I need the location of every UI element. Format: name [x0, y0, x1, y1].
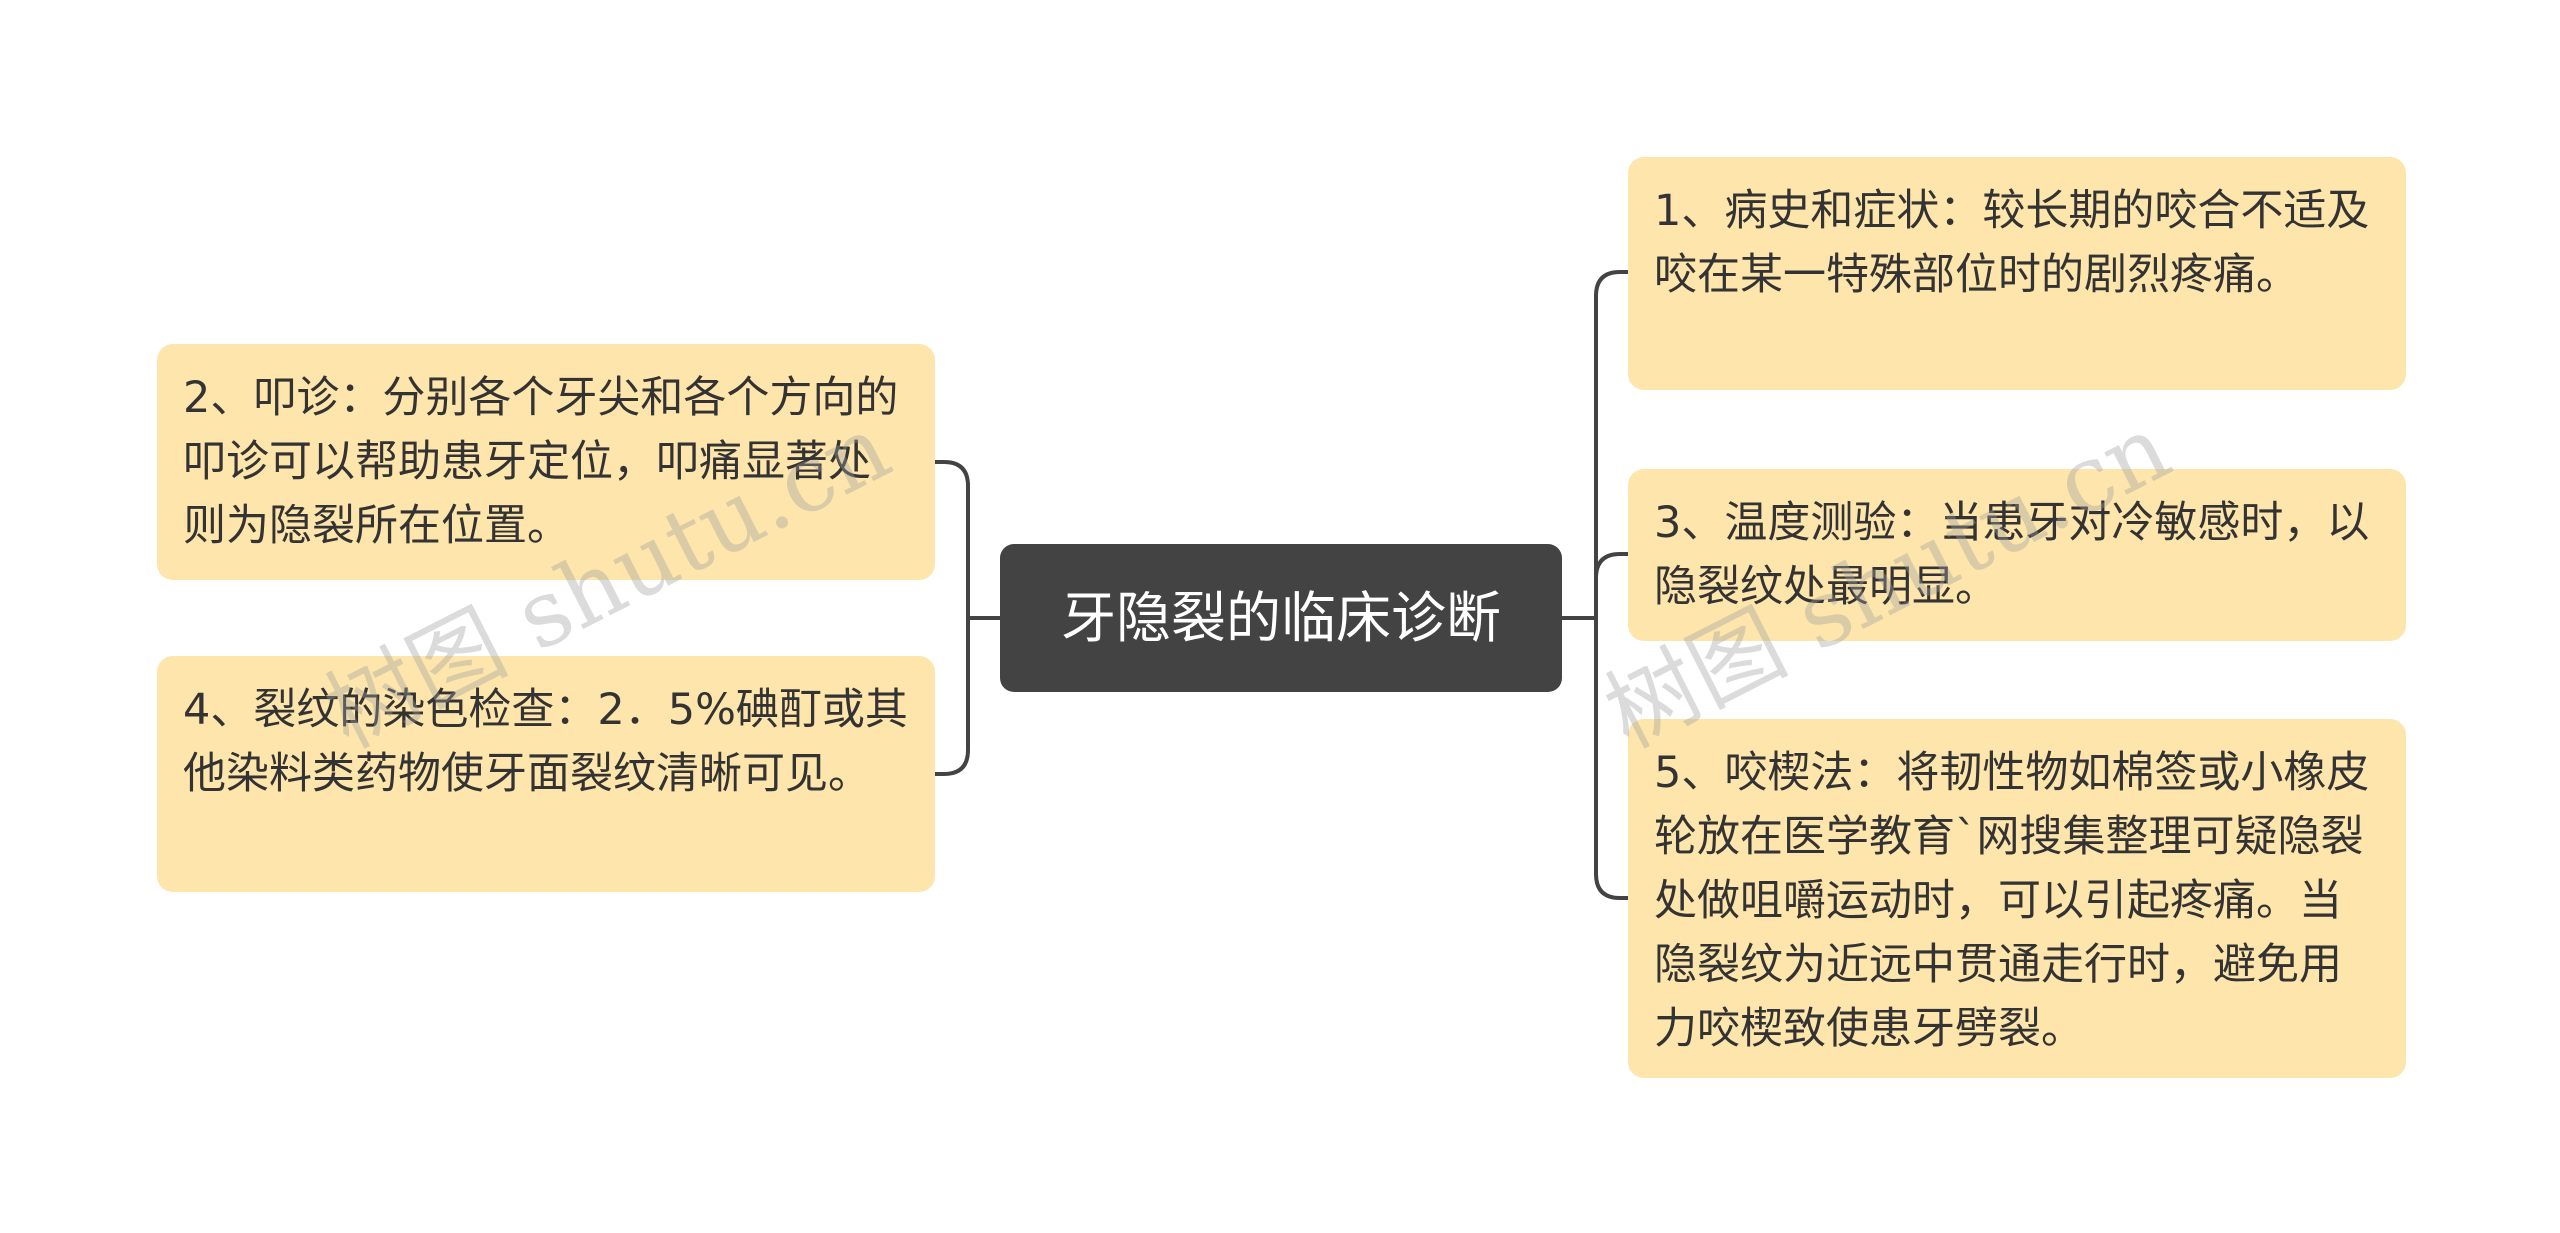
- right-node-history[interactable]: 1、病史和症状：较长期的咬合不适及咬在某一特殊部位时的剧烈疼痛。: [1628, 157, 2406, 390]
- right-node-thermal-test[interactable]: 3、温度测验：当患牙对冷敏感时，以隐裂纹处最明显。: [1628, 469, 2406, 641]
- left-node-dye-test[interactable]: 4、裂纹的染色检查：2．5%碘酊或其他染料类药物使牙面裂纹清晰可见。: [157, 656, 935, 892]
- right-node-bite-test[interactable]: 5、咬楔法：将韧性物如棉签或小橡皮轮放在医学教育`网搜集整理可疑隐裂处做咀嚼运动…: [1628, 719, 2406, 1078]
- center-topic[interactable]: 牙隐裂的临床诊断: [1000, 544, 1562, 692]
- connector-right-bottom: [1594, 618, 1628, 900]
- connector-right-middle: [1594, 552, 1628, 618]
- connector-left-top: [935, 460, 1000, 620]
- connector-left-bottom: [935, 618, 970, 776]
- connector-right-top: [1562, 270, 1628, 620]
- left-node-tap-test[interactable]: 2、叩诊：分别各个牙尖和各个方向的叩诊可以帮助患牙定位，叩痛显著处则为隐裂所在位…: [157, 344, 935, 580]
